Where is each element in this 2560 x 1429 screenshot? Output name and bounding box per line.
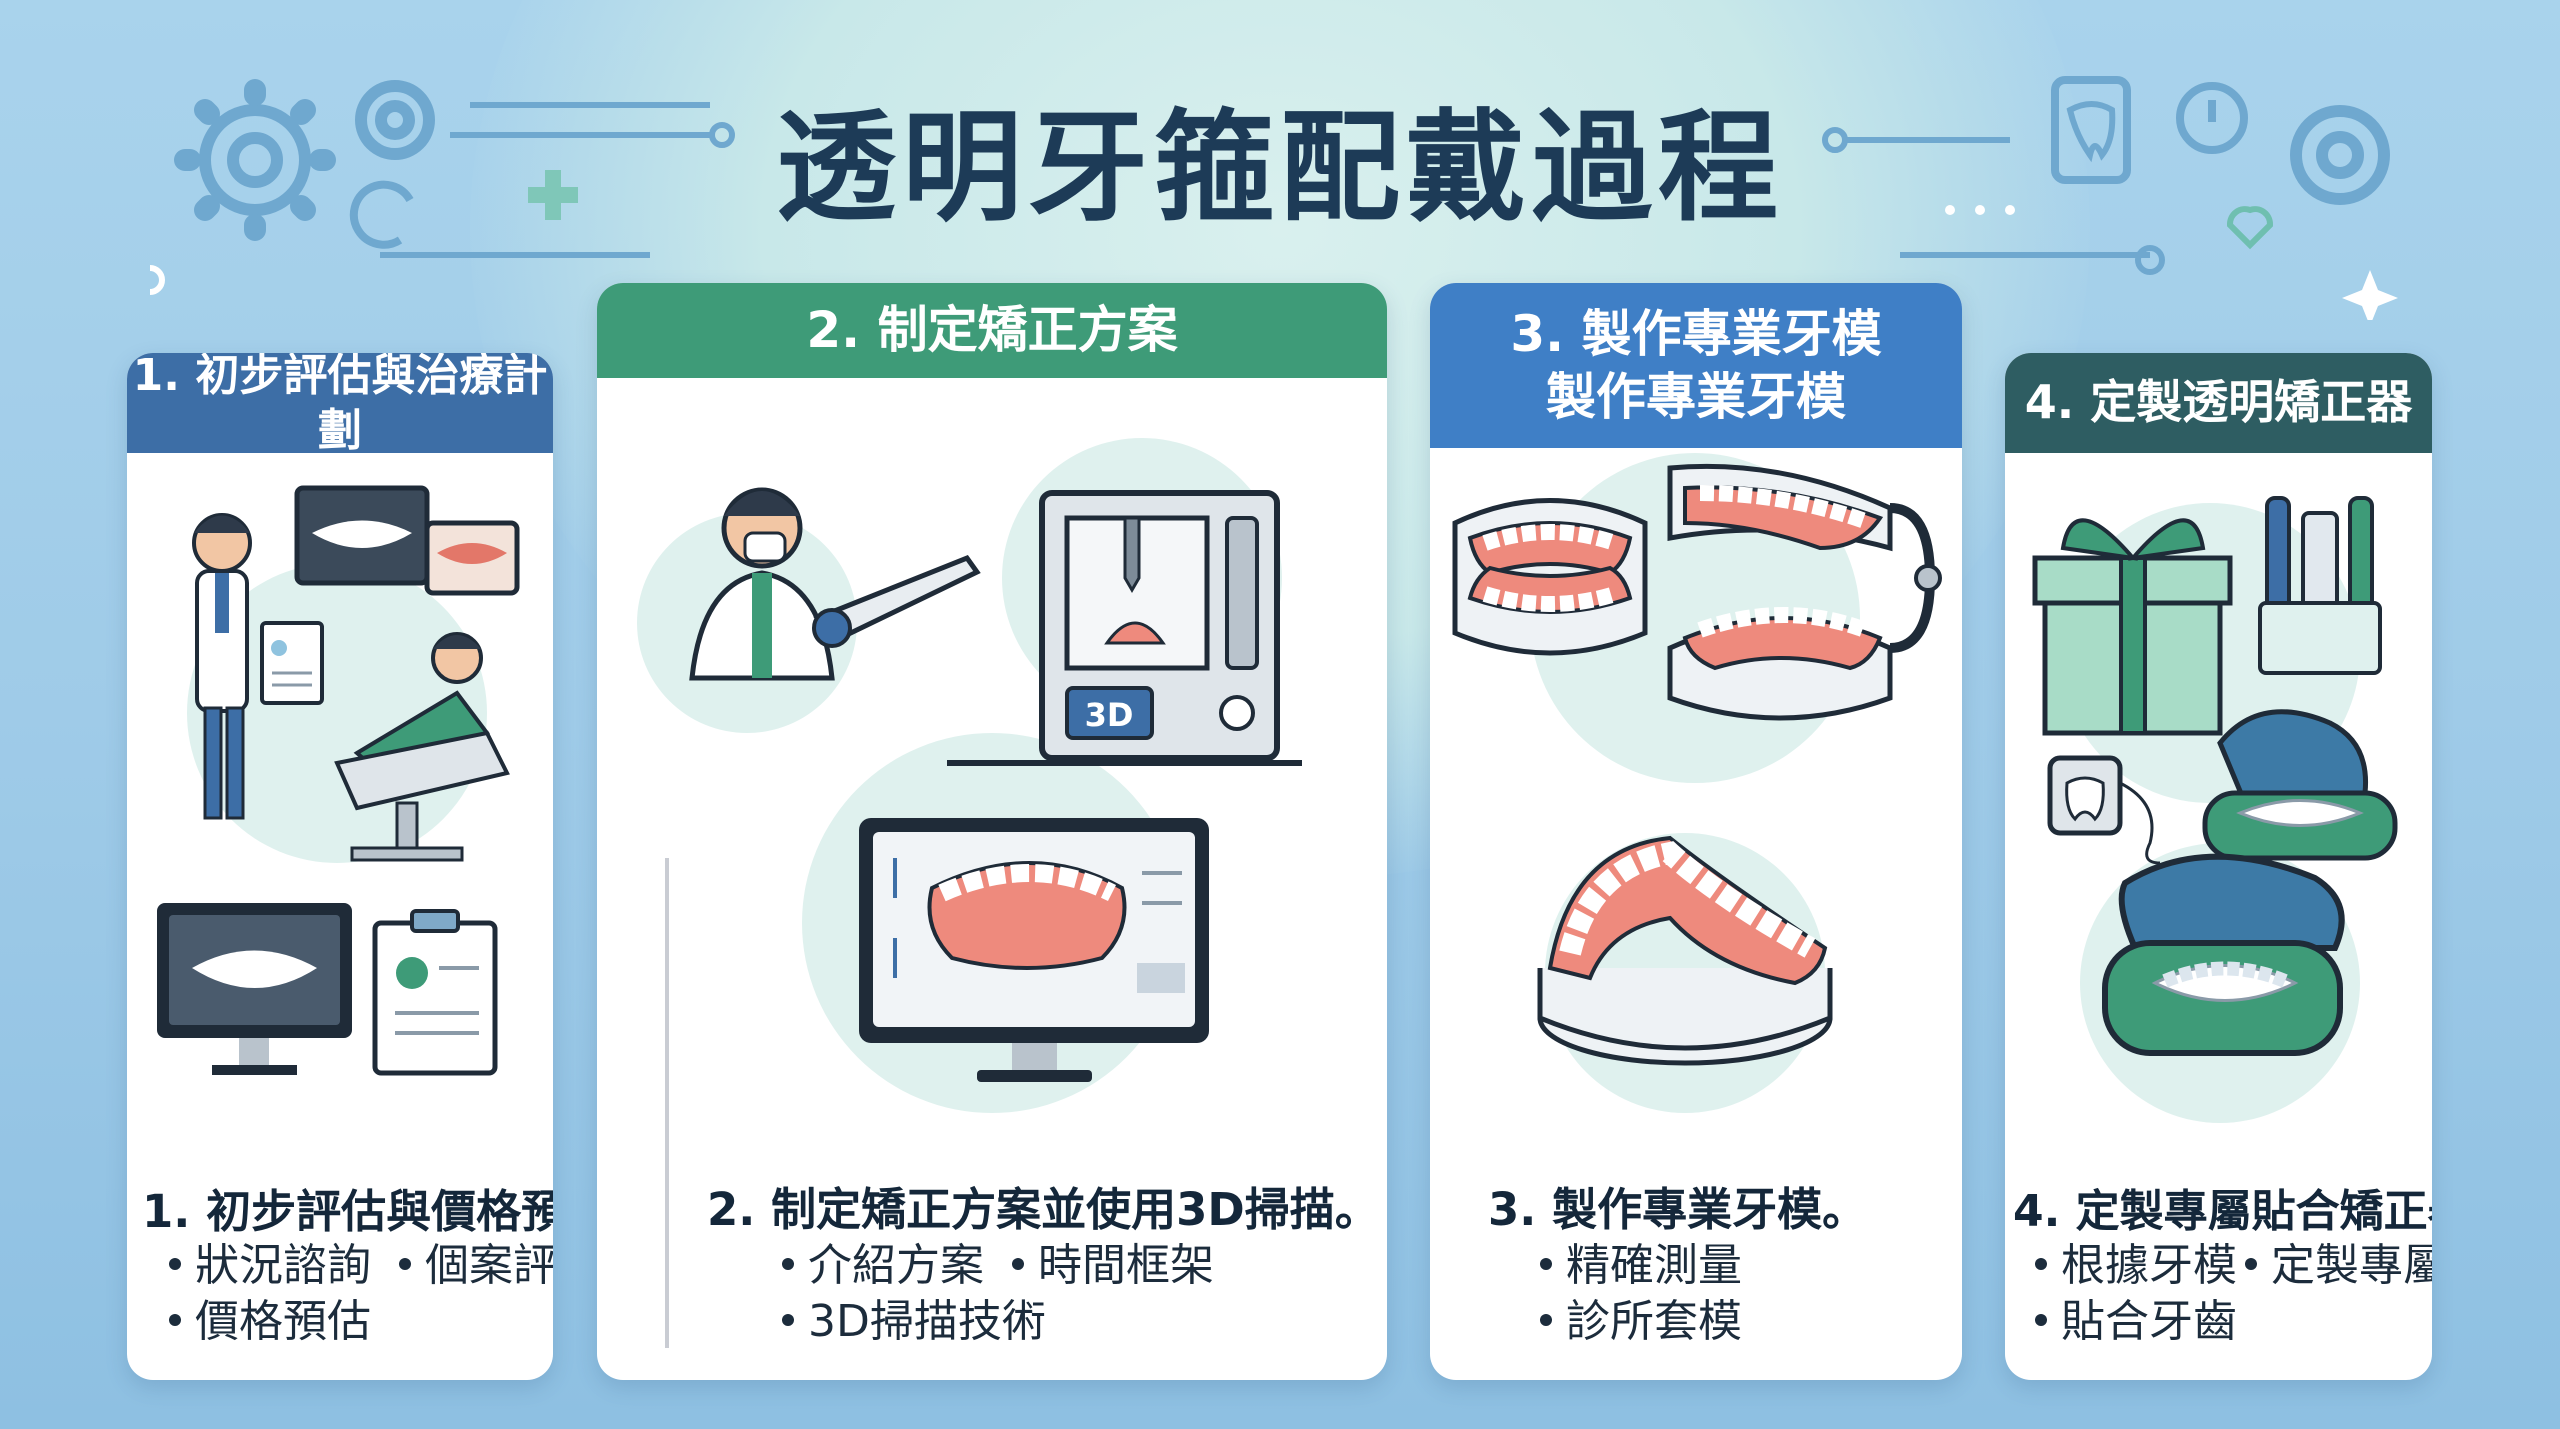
step-4-title: 4. 定製專屬貼合矯正器 [2013,1186,2432,1237]
clipboard-icon [260,621,324,705]
lower-jaw-model-icon [1537,835,1833,1066]
divider [665,858,669,1348]
step-3-bullets: 精確測量 診所套模 [1540,1238,1742,1350]
xray-monitor-icon [294,485,520,596]
step-card-2: 2. 制定矯正方案 3D [597,283,1387,1380]
step-3-title: 3. 製作專業牙模。 [1488,1183,1868,1236]
list-item: 3D掃描技術 [782,1294,1214,1350]
step-card-1: 1. 初步評估與治療計劃 [127,353,553,1380]
3d-printer-icon: 3D [947,490,1302,766]
dental-model-icon [1452,498,1648,656]
decor-icons-right [1822,76,2398,320]
step-1-title: 1. 初步評估與價格預估。 [142,1185,553,1238]
articulator-icon [1667,463,1942,721]
list-item: 精確測量 [1540,1238,1742,1294]
list-item: 診所套模 [1540,1294,1742,1350]
monitor-3d-teeth-icon [859,818,1209,1082]
step-card-4: 4. 定製透明矯正器 4. 定製 [2005,353,2432,1380]
step-card-3: 3. 製作專業牙模 製作專業牙模 3. 製作專業牙模 [1430,283,1962,1380]
decor-gears-left [150,79,735,295]
gift-box-icon [2032,518,2233,736]
list-item: 狀況諮詢 個案評估 [169,1238,553,1294]
step-3-header: 3. 製作專業牙模 製作專業牙模 [1430,283,1962,448]
dentist-icon [192,513,252,820]
step-4-header: 4. 定製透明矯正器 [2005,353,2432,453]
step-4-illustration [2032,496,2398,1123]
aligner-case-icon [2102,709,2398,1056]
printer-label: 3D [1085,696,1134,734]
step-1-illustration [157,485,520,1076]
floss-icon [2047,755,2161,865]
step-2-illustration: 3D [637,438,1302,1113]
step-2-bullets: 介紹方案 時間框架 3D掃描技術 [782,1238,1214,1350]
list-item: 貼合牙齒 [2035,1294,2432,1350]
step-3-header-line-2: 製作專業牙模 [1546,367,1846,426]
step-3-illustration [1452,453,1942,1113]
patient-chair-icon [334,632,510,862]
dentist-scanner-icon [689,487,981,681]
step-3-header-line-1: 3. 製作專業牙模 [1510,305,1882,363]
page-title: 透明牙箍配戴過程 [776,99,1784,238]
step-1-bullets: 狀況諮詢 個案評估 價格預估 [169,1238,553,1350]
toothbrush-icon [2258,496,2382,675]
step-2-title: 2. 制定矯正方案並使用3D掃描。 [707,1183,1380,1236]
step-4-bullets: 根據牙模定製專屬 貼合牙齒 [2035,1238,2432,1350]
list-item: 介紹方案 時間框架 [782,1238,1214,1294]
step-1-header: 1. 初步評估與治療計劃 [127,353,553,456]
step-2-header: 2. 制定矯正方案 [597,283,1387,378]
list-item: 價格預估 [169,1294,553,1350]
list-item: 根據牙模定製專屬 [2035,1238,2432,1294]
